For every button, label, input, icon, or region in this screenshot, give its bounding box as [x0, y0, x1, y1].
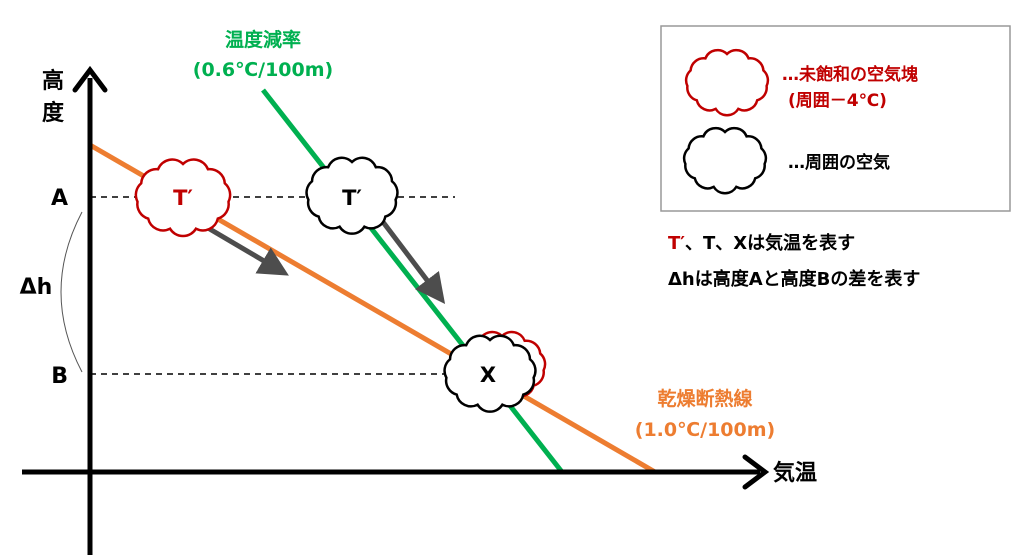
black-parcel-cloud-icon — [305, 156, 399, 235]
legend-red-text-2: (周囲－4℃) — [788, 91, 887, 111]
red-parcel-label: T′ — [173, 186, 193, 210]
dry-adiabat-title: 乾燥断熱線 — [657, 387, 752, 410]
level-a-label: A — [51, 186, 68, 211]
note-line-1-rest: 、T、Xは気温を表す — [685, 232, 855, 254]
note-line-1: T′、T、Xは気温を表す — [668, 232, 855, 254]
note-line-2: Δhは高度Aと高度Bの差を表す — [668, 268, 920, 290]
black-parcel-label: T′ — [342, 186, 362, 210]
lapse-rate-line — [261, 88, 564, 474]
x-parcel-label: X — [480, 363, 496, 387]
x-axis-label: 気温 — [773, 460, 817, 486]
level-b-label: B — [51, 364, 68, 389]
legend-red-text-1: …未飽和の空気塊 — [782, 64, 918, 85]
legend: …未飽和の空気塊 (周囲－4℃) …周囲の空気 — [660, 25, 1011, 212]
y-axis-label-2: 度 — [42, 100, 65, 126]
delta-h-label: Δh — [20, 275, 53, 300]
red-parcel-descent-arrow-icon — [206, 225, 289, 276]
y-axis-label-1: 高 — [42, 68, 64, 94]
lapse-rate-value: (0.6℃/100m) — [193, 59, 333, 81]
lapse-rate-title: 温度減率 — [225, 28, 301, 51]
legend-black-text: …周囲の空気 — [788, 152, 890, 173]
black-parcel-descent-arrow-icon — [381, 220, 446, 304]
note-t-prime: T′ — [668, 233, 685, 254]
x-black-cloud-icon — [443, 334, 537, 413]
legend-black-cloud-icon — [682, 126, 768, 195]
x-axis-arrow-icon — [742, 454, 770, 490]
delta-h-bracket — [60, 211, 83, 373]
legend-red-cloud-icon — [684, 48, 770, 117]
red-parcel-cloud-icon — [134, 158, 232, 238]
dry-adiabat-value: (1.0℃/100m) — [635, 419, 775, 441]
y-axis-arrow-icon — [72, 65, 108, 93]
